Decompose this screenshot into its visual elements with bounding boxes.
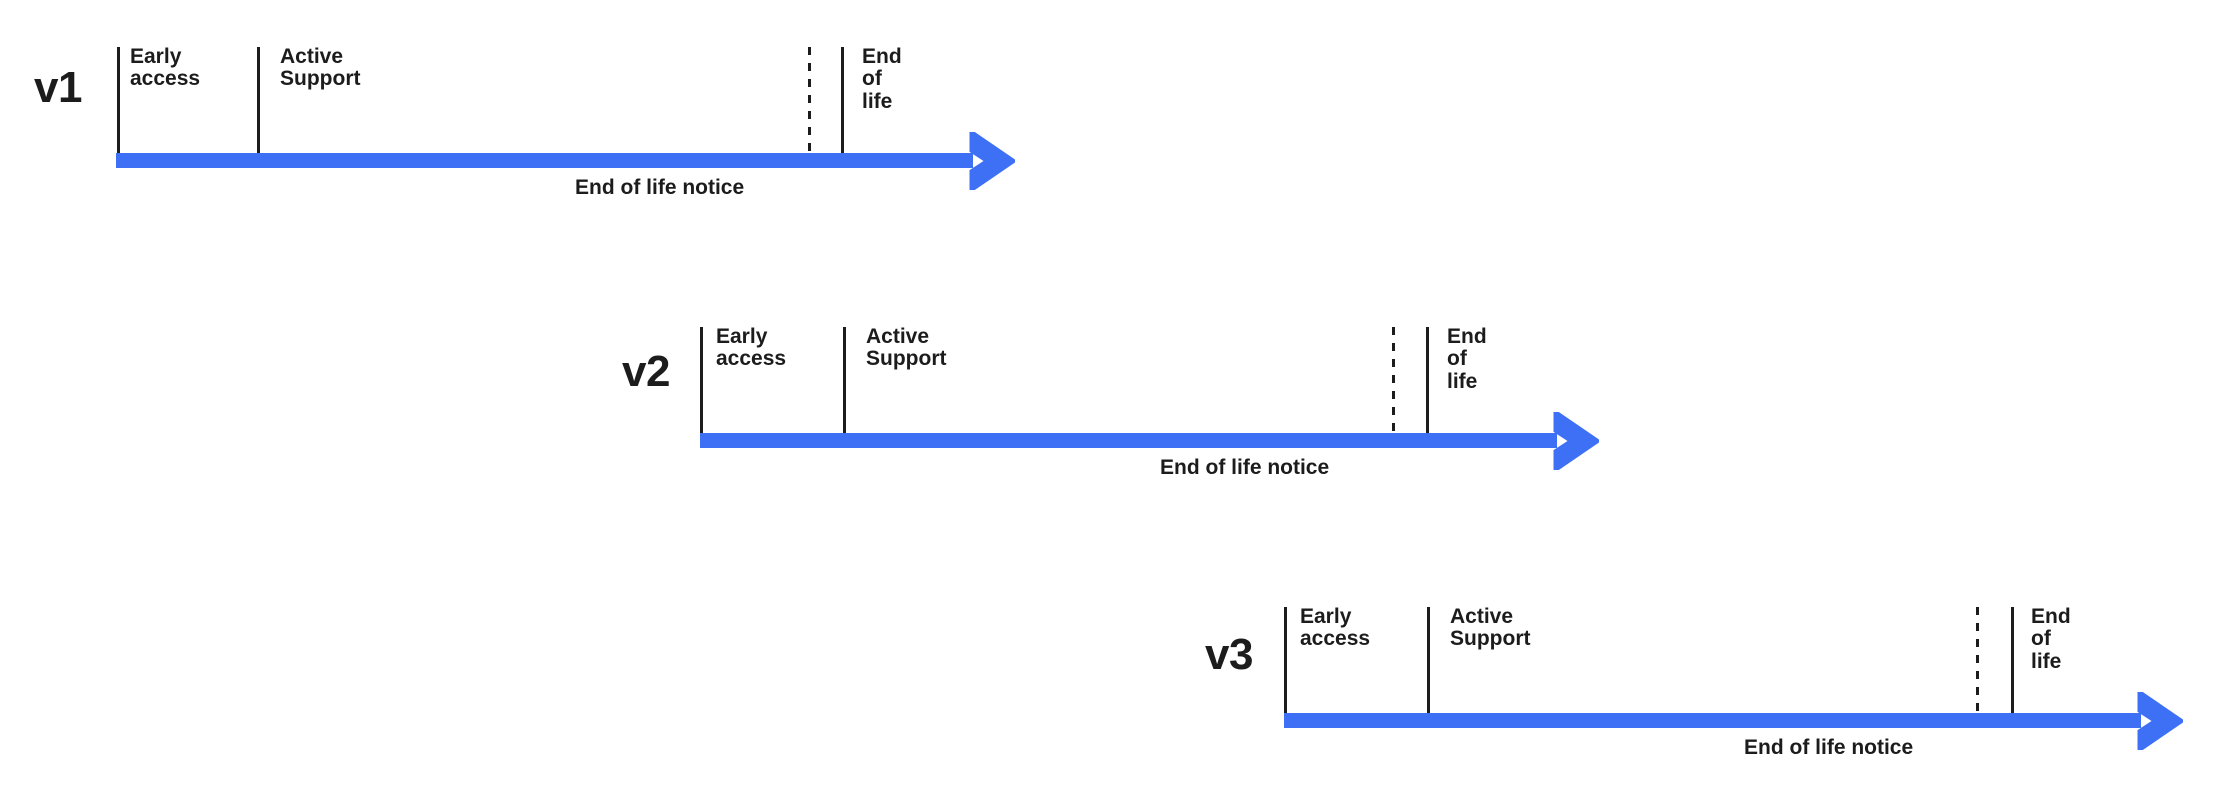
version-label-v3: v3 — [1205, 630, 1253, 679]
phase-divider-start — [1284, 607, 1287, 713]
phase-label-active-support: Active Support — [280, 45, 361, 91]
version-label-v2: v2 — [622, 347, 670, 396]
phase-label-early-access: Early access — [1300, 605, 1371, 651]
phase-label-end-of-life: End of life — [862, 45, 902, 113]
phase-label-end-of-life: End of life — [2031, 605, 2071, 673]
timeline-arrow-shaft — [700, 433, 1557, 448]
phase-label-active-support: Active Support — [1450, 605, 1531, 651]
phase-label-early-access: Early access — [130, 45, 201, 91]
phase-divider-end-of-life — [841, 47, 844, 153]
version-label-v1: v1 — [34, 63, 82, 112]
end-of-life-notice-label: End of life notice — [575, 176, 745, 199]
phase-label-active-support: Active Support — [866, 325, 947, 371]
phase-divider-end-of-life — [2011, 607, 2014, 713]
phase-divider-start — [117, 47, 120, 153]
phase-divider-active-support — [1427, 607, 1430, 713]
timeline-arrow-head — [969, 127, 1018, 194]
end-of-life-notice-marker — [808, 47, 811, 153]
end-of-life-notice-marker — [1976, 607, 1979, 713]
phase-divider-active-support — [257, 47, 260, 153]
phase-divider-end-of-life — [1426, 327, 1429, 433]
phase-divider-active-support — [843, 327, 846, 433]
phase-divider-start — [700, 327, 703, 433]
phase-label-early-access: Early access — [716, 325, 787, 371]
end-of-life-notice-label: End of life notice — [1160, 456, 1330, 479]
timeline-arrow-head — [2137, 687, 2186, 754]
timeline-arrow-head — [1553, 407, 1602, 474]
phase-label-end-of-life: End of life — [1447, 325, 1487, 393]
end-of-life-notice-label: End of life notice — [1744, 736, 1914, 759]
end-of-life-notice-marker — [1392, 327, 1395, 433]
timeline-arrow-shaft — [116, 153, 973, 168]
timeline-arrow-shaft — [1284, 713, 2141, 728]
